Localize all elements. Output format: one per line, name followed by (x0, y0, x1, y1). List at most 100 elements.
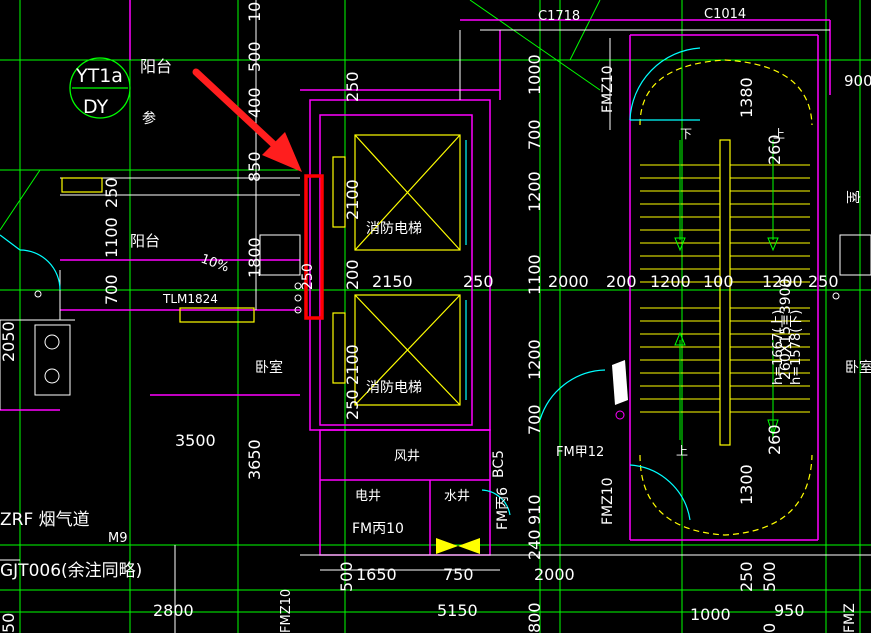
dim-260a: 260 (765, 134, 784, 165)
dim-250b: 250 (102, 177, 121, 208)
label-up-1: 上 (773, 127, 785, 141)
dim-850: 850 (245, 151, 264, 182)
dim-1380: 1380 (737, 77, 756, 118)
dim-50: 50 (0, 613, 18, 633)
label-tlm: TLM1824 (162, 292, 218, 306)
label-balcony-top: 阳台 (140, 57, 172, 76)
dim-1100b: 1100 (525, 254, 544, 295)
dim-2050: 2050 (0, 321, 18, 362)
label-bc5: BC5 (491, 450, 507, 478)
door-marker (615, 410, 625, 420)
label-up-2: 上 (676, 444, 688, 458)
stair-rail (639, 59, 813, 536)
dim-2800: 2800 (153, 601, 194, 620)
yt1a-symbol (69, 57, 131, 119)
label-stair-calc3: h=1578(下) (789, 310, 804, 385)
dim-2000b: 2000 (534, 565, 575, 584)
elevator-shafts (61, 134, 461, 406)
dim-3650: 3650 (245, 439, 264, 480)
dim-2150: 2150 (372, 272, 413, 291)
dim-950: 950 (774, 601, 805, 620)
label-fm-bing6: FM丙6 (495, 487, 511, 530)
dim-1000b: 1000 (690, 605, 731, 624)
label-elevator-top: 消防电梯 (366, 221, 422, 237)
dim-250e: 250 (343, 389, 362, 420)
dim-400: 400 (245, 87, 264, 118)
dim-800: 800 (525, 602, 544, 633)
label-fm-bing10: FM丙10 (352, 521, 404, 537)
dim-1200b: 1200 (525, 339, 544, 380)
label-dy: DY (83, 96, 109, 118)
dim-2100b: 2100 (343, 344, 362, 385)
dim-0: 0 (760, 623, 779, 633)
label-can: 参 (142, 110, 156, 127)
dim-100: 100 (703, 272, 734, 291)
dim-250f: 250 (808, 272, 839, 291)
dim-200: 200 (343, 259, 362, 290)
label-slope: 10% (199, 252, 231, 276)
label-bedroom-right: 卧室 (845, 359, 871, 376)
dim-260b: 260 (765, 424, 784, 455)
dim-250c: 250 (463, 272, 494, 291)
label-c1718: C1718 (538, 9, 580, 24)
label-elec-well: 电井 (355, 489, 381, 504)
dim-700c: 700 (525, 404, 544, 435)
fire-valve-icon (436, 538, 480, 554)
dim-250d: 250 (300, 263, 316, 290)
dim-fmz-bottom: FMZ10 (279, 589, 294, 633)
dim-200b: 200 (606, 272, 637, 291)
dim-700b: 700 (525, 119, 544, 150)
dim-250g: 250 (737, 561, 756, 592)
dim-1800: 1800 (245, 237, 264, 278)
dim-500: 500 (245, 41, 264, 72)
dim-2100a: 2100 (343, 179, 362, 220)
detail-circles (34, 234, 871, 384)
dim-10-top: 10 (245, 2, 264, 22)
label-c1014: C1014 (704, 7, 746, 22)
label-elevator-bottom: 消防电梯 (366, 380, 422, 396)
door-swings (0, 47, 701, 521)
dim-3500: 3500 (175, 431, 216, 450)
dim-1200a: 1200 (525, 171, 544, 212)
pointer-arrow-icon (192, 68, 302, 172)
label-down: 下 (680, 127, 692, 141)
label-balcony-left: 阳台 (130, 232, 160, 250)
dim-1200c: 1200 (650, 272, 691, 291)
label-shaft: 风井 (394, 449, 420, 464)
label-stair-calc1: 260X15=3900 (778, 279, 794, 381)
label-fmz-far: FMZ (842, 603, 858, 633)
dim-750: 750 (443, 565, 474, 584)
label-zrf: ZRF 烟气道 (0, 510, 90, 530)
dim-1300: 1300 (737, 464, 756, 505)
dim-250a: 250 (343, 71, 362, 102)
dim-500b: 500 (337, 561, 356, 592)
dim-1650: 1650 (356, 565, 397, 584)
label-bedroom-left: 卧室 (255, 359, 283, 376)
label-m9: M9 (108, 531, 128, 546)
label-gjt: GJT006(余注同略) (0, 561, 142, 581)
dim-1100: 1100 (102, 217, 121, 258)
label-900: 900 (844, 72, 871, 90)
dim-5150: 5150 (437, 601, 478, 620)
dim-500c: 500 (760, 561, 779, 592)
dim-1200d: 1200 (762, 272, 803, 291)
label-stair-calc2: h=1667(上) (771, 310, 786, 385)
dim-910: 910 (525, 494, 544, 525)
label-yt1a: YT1a (75, 65, 123, 87)
highlight-box (304, 174, 324, 320)
label-fm-jia12: FM甲12 (556, 445, 604, 460)
stair-arrows (674, 140, 779, 440)
label-shi: 室 (844, 190, 861, 204)
label-fmz10-right: FMZ10 (600, 477, 616, 525)
dim-700a: 700 (102, 274, 121, 305)
dim-2000a: 2000 (548, 272, 589, 291)
door-leaf (612, 360, 628, 405)
label-water-well: 水井 (444, 489, 470, 504)
dim-1000a: 1000 (525, 54, 544, 95)
dim-240: 240 (525, 529, 544, 560)
label-fmz10-top: FMZ10 (600, 65, 616, 113)
